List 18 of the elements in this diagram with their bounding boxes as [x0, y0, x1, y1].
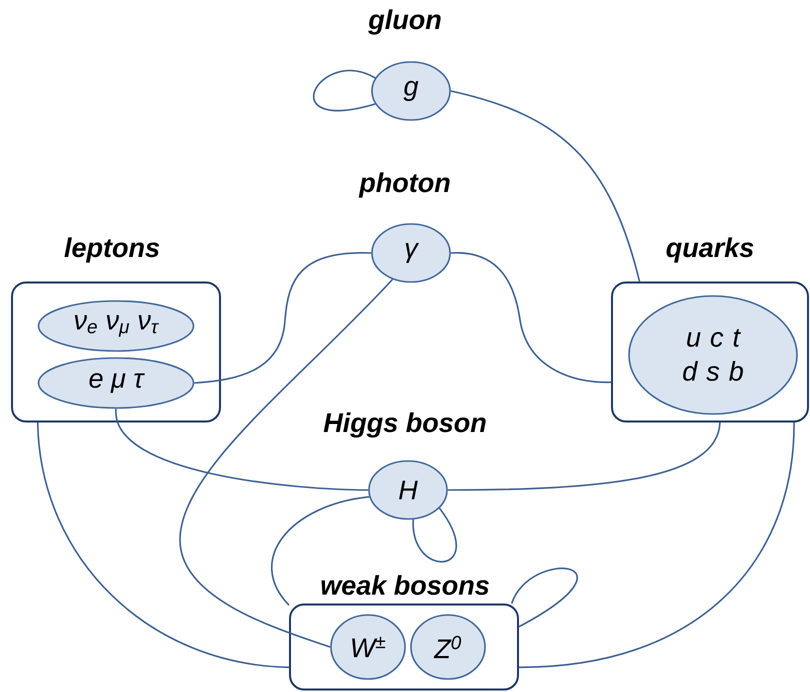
- connector-line: [450, 90, 640, 282]
- connector-line: [115, 408, 368, 491]
- connector-line: [510, 568, 578, 628]
- connector-line: [194, 252, 372, 384]
- connector-line: [450, 252, 612, 384]
- group-heading: Higgs boson: [324, 412, 486, 438]
- group-heading: photon: [358, 172, 450, 198]
- connector-line: [312, 70, 376, 112]
- connector-line: [36, 422, 290, 668]
- connector-line: [518, 422, 795, 668]
- connector-line: [271, 496, 370, 606]
- connector-line: [179, 278, 394, 648]
- group-heading: leptons: [64, 237, 160, 263]
- group-heading: weak bosons: [322, 575, 489, 595]
- connector-line: [412, 508, 457, 562]
- group-heading: quarks: [666, 237, 754, 263]
- connector-line: [448, 422, 721, 491]
- group-heading: gluon: [368, 9, 441, 35]
